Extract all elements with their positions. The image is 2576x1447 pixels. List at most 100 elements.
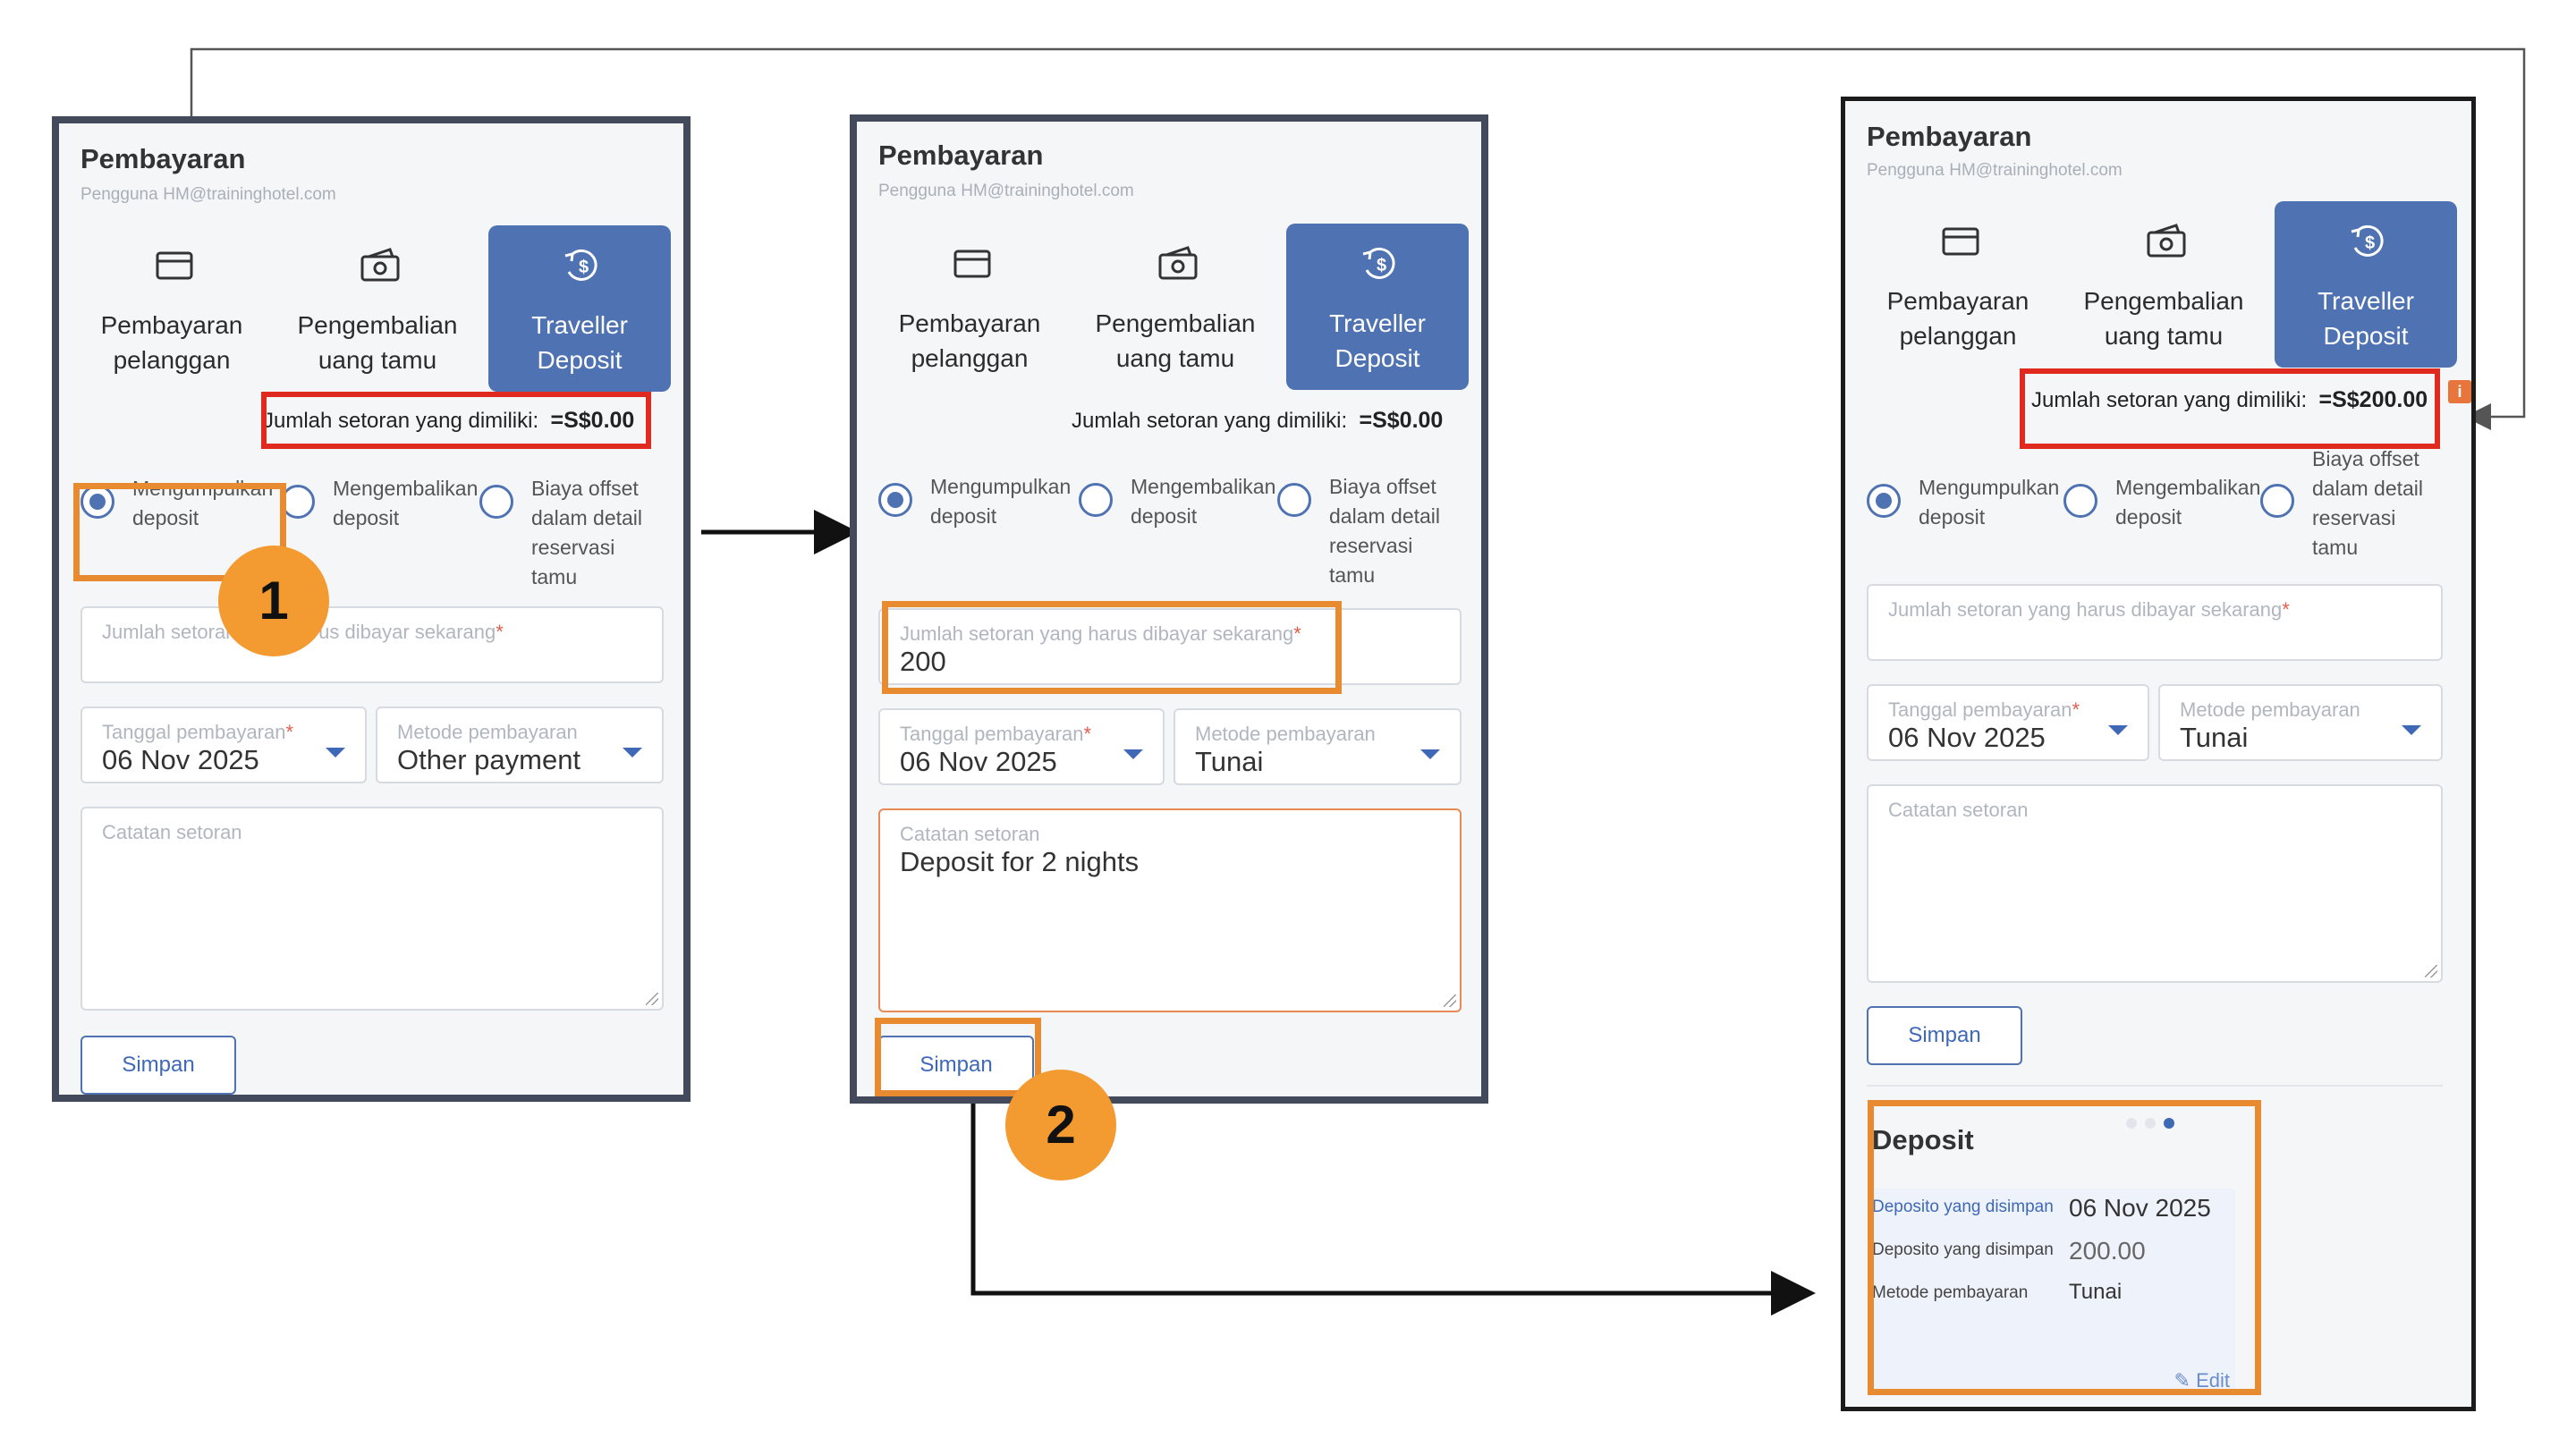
deposit-amount-value: 200.00 [2069, 1237, 2146, 1265]
tab-label: uang tamu [1115, 344, 1235, 372]
chevron-down-icon[interactable] [1420, 749, 1440, 759]
deposit-balance: Jumlah setoran yang dimiliki: =S$200.00 [2031, 387, 2428, 413]
deposit-title: Deposit [1872, 1124, 1974, 1155]
note-placeholder: Catatan setoran [900, 823, 1040, 845]
radio-label: tamu [2312, 536, 2359, 559]
page-title: Pembayaran [1867, 121, 2032, 152]
radio-button[interactable] [1079, 483, 1113, 517]
radio-button[interactable] [2063, 484, 2097, 518]
carousel-dot[interactable] [2164, 1118, 2174, 1129]
info-icon[interactable]: i [2448, 380, 2471, 403]
tab-label: pelanggan [1899, 322, 2017, 350]
dollar-return-icon: $ [1362, 247, 1395, 279]
radio-button[interactable] [1867, 484, 1901, 518]
user-email: HM@traininghotel.com [163, 185, 336, 204]
resize-handle[interactable] [1444, 994, 1456, 1007]
method-value: Tunai [2180, 722, 2249, 753]
balance-label: Jumlah setoran yang dimiliki: [2031, 388, 2308, 412]
date-placeholder: Tanggal pembayaran [900, 723, 1084, 745]
page-title: Pembayaran [878, 140, 1044, 171]
deposit-note-textarea[interactable]: Catatan setoran [80, 807, 664, 1011]
user-label: Pengguna [878, 182, 956, 200]
radio-label: Biaya offset [2312, 447, 2419, 470]
svg-text:$: $ [579, 258, 589, 277]
deposit-note-textarea[interactable]: Catatan setoran [1867, 784, 2443, 983]
chevron-down-icon[interactable] [2108, 725, 2128, 735]
user-line: Pengguna HM@traininghotel.com [878, 181, 1134, 201]
save-button[interactable]: Simpan [80, 1036, 236, 1095]
radio-button[interactable] [281, 485, 315, 519]
resize-handle[interactable] [646, 993, 658, 1005]
radio-button[interactable] [878, 483, 912, 517]
date-value: 06 Nov 2025 [900, 746, 1057, 777]
chevron-down-icon[interactable] [2402, 725, 2421, 735]
radio-label: reservasi [2312, 506, 2396, 529]
user-email: HM@traininghotel.com [961, 182, 1134, 200]
user-email: HM@traininghotel.com [1949, 161, 2123, 180]
chevron-down-icon[interactable] [326, 748, 345, 757]
save-button[interactable]: Simpan [878, 1036, 1034, 1095]
radio-button[interactable] [2260, 484, 2294, 518]
deposit-date-label[interactable]: Deposito yang disimpan [1872, 1197, 2054, 1216]
radio-button[interactable] [1277, 483, 1311, 517]
radio-label: dalam detail [1329, 504, 1441, 528]
method-value: Tunai [1195, 746, 1264, 777]
radio-label: dalam detail [2312, 477, 2424, 500]
amount-input[interactable]: Jumlah setoran yang harus dibayar sekara… [80, 606, 664, 683]
radio-label: reservasi [531, 536, 615, 559]
save-button[interactable]: Simpan [1867, 1006, 2022, 1065]
tab-label: Pembayaran [1886, 287, 2029, 315]
method-placeholder: Metode pembayaran [2180, 698, 2360, 721]
radio-button[interactable] [80, 485, 114, 519]
radio-label: tamu [531, 565, 578, 588]
user-line: Pengguna HM@traininghotel.com [80, 184, 336, 205]
date-placeholder: Tanggal pembayaran [1888, 698, 2072, 721]
balance-value: =S$200.00 [2318, 387, 2428, 412]
radio-label: Mengembalikan [333, 477, 479, 500]
resize-handle[interactable] [2425, 965, 2437, 977]
tab-label: pelanggan [911, 344, 1029, 372]
tab-customer-payment[interactable]: Pembayaran pelanggan [878, 224, 1061, 390]
deposit-date-value: 06 Nov 2025 [2069, 1194, 2211, 1222]
note-value: Deposit for 2 nights [900, 846, 1140, 877]
tab-customer-payment[interactable]: Pembayaran pelanggan [1867, 201, 2049, 368]
chevron-down-icon[interactable] [623, 748, 642, 757]
svg-text:$: $ [1377, 256, 1386, 275]
user-label: Pengguna [80, 185, 158, 204]
radio-button[interactable] [479, 485, 513, 519]
amount-input[interactable]: Jumlah setoran yang harus dibayar sekara… [878, 608, 1462, 685]
radio-label: dalam detail [531, 506, 643, 529]
edit-link[interactable]: ✎ Edit [2174, 1369, 2230, 1392]
note-placeholder: Catatan setoran [102, 821, 242, 843]
deposit-balance: Jumlah setoran yang dimiliki: =S$0.00 [263, 408, 634, 434]
amount-input[interactable]: Jumlah setoran yang harus dibayar sekara… [1867, 584, 2443, 661]
chevron-down-icon[interactable] [1123, 749, 1143, 759]
carousel-dot[interactable] [2145, 1118, 2156, 1129]
payment-date-select[interactable]: Tanggal pembayaran*06 Nov 2025 [1867, 684, 2149, 761]
payment-panel-result: Pembayaran Pengguna HM@traininghotel.com… [1841, 97, 2476, 1411]
tab-label: pelanggan [113, 346, 231, 374]
payment-date-select[interactable]: Tanggal pembayaran*06 Nov 2025 [80, 707, 367, 783]
radio-label: deposit [930, 504, 997, 528]
method-value: Other payment [397, 744, 581, 775]
method-placeholder: Metode pembayaran [397, 721, 578, 743]
tab-label: Traveller [1329, 309, 1426, 337]
deposit-amount-label: Deposito yang disimpan [1872, 1240, 2054, 1259]
carousel-dot[interactable] [2126, 1118, 2137, 1129]
tab-label: Pembayaran [898, 309, 1041, 337]
payment-date-select[interactable]: Tanggal pembayaran*06 Nov 2025 [878, 708, 1165, 785]
